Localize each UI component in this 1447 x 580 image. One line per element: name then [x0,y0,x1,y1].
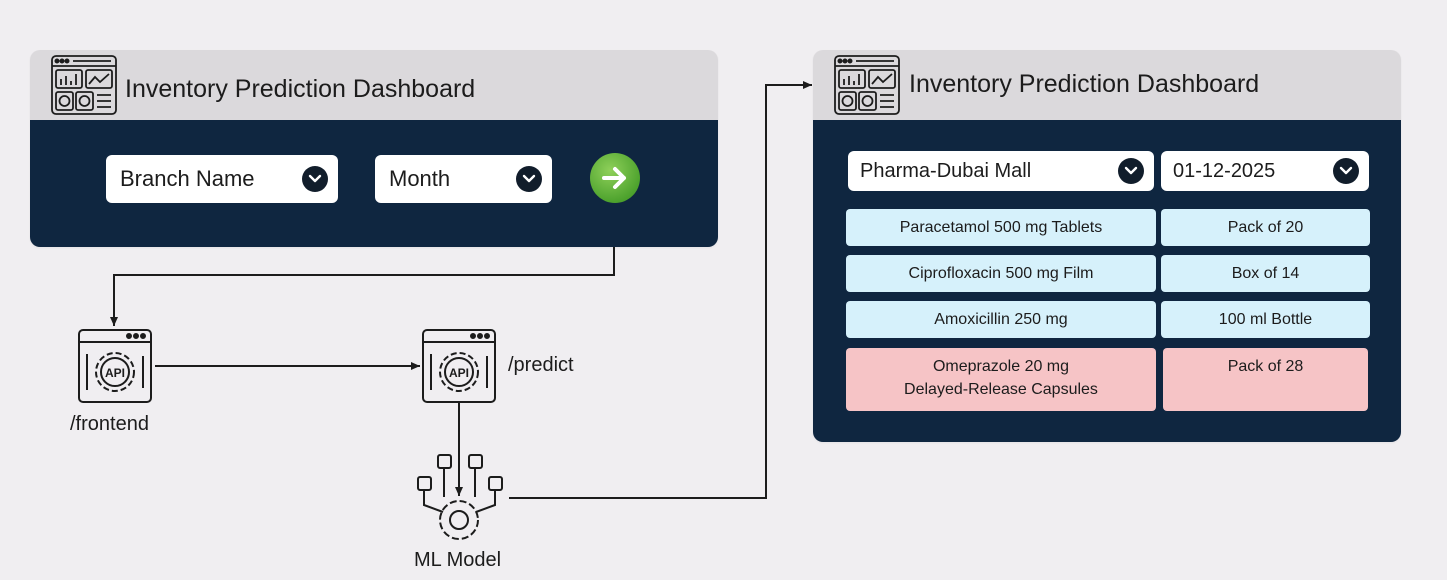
month-select-text: Month [389,166,451,191]
chevron-down-icon [1118,158,1144,184]
edge-dashboard-to-frontend [110,246,615,326]
frontend-api-icon: API [78,329,152,403]
right-dashboard-title: Inventory Prediction Dashboard [909,70,1260,98]
pack-cell: Box of 14 [1161,255,1370,292]
frontend-label: /frontend [70,413,149,435]
pack-cell: Pack of 20 [1161,209,1370,246]
predict-api-icon: API [422,329,496,403]
pack-cell: 100 ml Bottle [1161,301,1370,338]
month-select[interactable]: Month [375,155,552,203]
edge-ml-to-dashboard [509,81,812,499]
left-dashboard-header: Inventory Prediction Dashboard [30,50,718,120]
branch-value-select[interactable]: Pharma-Dubai Mall [848,151,1154,191]
date-value-select[interactable]: 01-12-2025 [1161,151,1369,191]
product-cell: Ciprofloxacin 500 mg Film [846,255,1156,292]
chevron-down-icon [302,166,328,192]
product-line-1: Omeprazole 20 mg [932,358,1070,375]
product-cell: Amoxicillin 250 mg [846,301,1156,338]
arrow-right-icon [602,167,626,189]
dashboard-icon [51,55,117,115]
svg-text:API: API [105,366,125,380]
left-dashboard-title: Inventory Prediction Dashboard [125,75,476,103]
predict-label: /predict [508,354,574,376]
product-cell-alert: Omeprazole 20 mg Delayed-Release Capsule… [846,348,1156,411]
chevron-down-icon [516,166,542,192]
pack-cell-alert: Pack of 28 [1163,348,1368,411]
right-dashboard-panel: Inventory Prediction Dashboard Pharma-Du… [813,50,1401,442]
product-cell: Paracetamol 500 mg Tablets [846,209,1156,246]
date-value-text: 01-12-2025 [1173,159,1276,182]
right-dashboard-body: Pharma-Dubai Mall 01-12-2025 Paracetamol… [813,120,1401,442]
ml-model-label: ML Model [414,549,502,571]
ml-model-icon [417,454,503,540]
left-dashboard-panel: Inventory Prediction Dashboard Branch Na… [30,50,718,247]
svg-text:API: API [449,366,469,380]
submit-arrow-button[interactable] [590,153,640,203]
product-line-2: Delayed-Release Capsules [904,381,1098,398]
branch-name-select-text: Branch Name [120,166,255,191]
branch-value-text: Pharma-Dubai Mall [860,159,1032,182]
chevron-down-icon [1333,158,1359,184]
dashboard-icon [834,55,900,115]
right-dashboard-header: Inventory Prediction Dashboard [813,50,1401,120]
branch-name-select[interactable]: Branch Name [106,155,338,203]
left-dashboard-body: Branch Name Month [30,120,718,247]
